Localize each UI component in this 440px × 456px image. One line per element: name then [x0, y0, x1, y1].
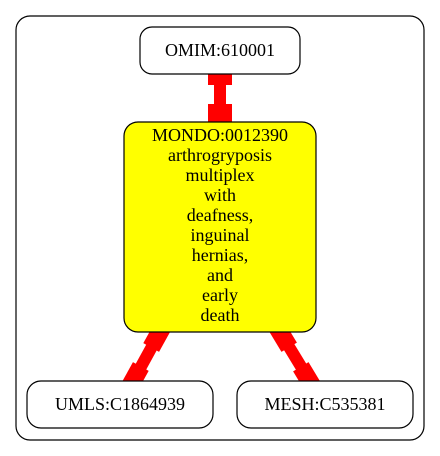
node-mondo-label-line: and [207, 265, 233, 285]
node-mesh-label: MESH:C535381 [264, 394, 385, 414]
node-mondo-label-line: multiplex [186, 165, 255, 185]
node-mondo-label-line: hernias, [192, 245, 248, 265]
node-mondo-label-line: death [201, 305, 240, 325]
node-umls[interactable]: UMLS:C1864939 [26, 380, 214, 429]
node-mondo-label-line: early [202, 285, 238, 305]
node-mondo-label-line: with [204, 185, 236, 205]
node-mesh[interactable]: MESH:C535381 [236, 380, 414, 429]
node-umls-label: UMLS:C1864939 [55, 394, 185, 414]
node-mondo-label-line: inguinal [191, 225, 250, 245]
node-omim-label: OMIM:610001 [165, 40, 275, 60]
node-mondo-label-line: arthrogryposis [168, 145, 272, 165]
node-mondo-label-line: MONDO:0012390 [152, 125, 288, 145]
node-mondo-label-line: deafness, [187, 205, 253, 225]
node-omim[interactable]: OMIM:610001 [139, 26, 301, 75]
